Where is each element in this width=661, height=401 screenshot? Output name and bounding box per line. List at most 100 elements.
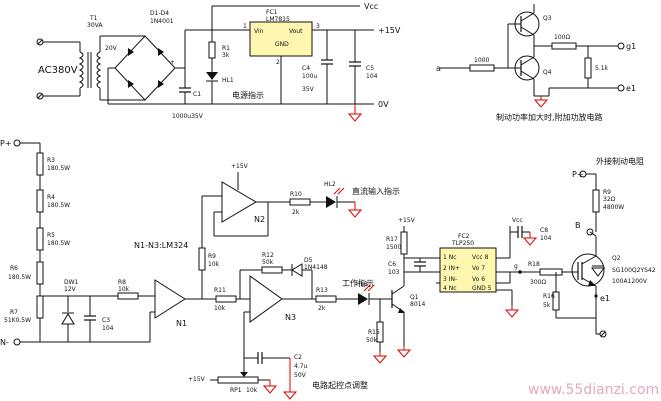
- vcc-rail-label: Vcc: [364, 2, 378, 11]
- r4-value: 180.5W: [47, 202, 70, 209]
- r4-ref: R4: [47, 194, 55, 201]
- r12-value: 50k: [262, 259, 274, 266]
- fc2-pin4: 4 Nc: [443, 285, 457, 292]
- transformer-rating: 30VA: [87, 22, 103, 29]
- q2-flyback-diode: [591, 267, 605, 277]
- r5-ref: R5: [47, 232, 55, 239]
- adjust-description: 电路起控点调整: [312, 380, 368, 390]
- fc2-pin7: Vo 7: [472, 265, 485, 272]
- c2-value: 4.7u: [294, 363, 308, 370]
- transformer-primary: [78, 51, 84, 89]
- b-node-label: B: [575, 221, 581, 230]
- c2-ref: C2: [294, 354, 302, 361]
- r16-ref: R16: [543, 293, 555, 300]
- r-brake-resistor: [592, 189, 600, 213]
- rp1-potentiometer: [217, 376, 259, 384]
- bridge-part: 1N4001: [150, 18, 174, 25]
- regulator-pin3: 3: [316, 23, 320, 30]
- r15-value: 50k: [366, 337, 378, 344]
- p-plus-right-label: P+: [572, 170, 584, 179]
- d5-value: 1N4148: [304, 264, 328, 271]
- hl1-description: 电源指示: [232, 90, 264, 100]
- fc2-pin1: 1 Nc: [443, 254, 457, 261]
- r12-ref: R12: [262, 252, 274, 259]
- r18-ref: R18: [528, 261, 540, 268]
- r17-ref: R17: [386, 236, 398, 243]
- dw1-ref: DW1: [64, 279, 79, 286]
- fc2-pin6: Vo 6: [472, 276, 485, 283]
- d5-ref: D5: [304, 257, 313, 264]
- c8-value: 104: [540, 235, 552, 242]
- c6-value: 103: [388, 269, 400, 276]
- c4-ref: C4: [302, 65, 310, 72]
- rp1-supply-label: +15V: [188, 376, 206, 383]
- r-100ohm-resistor: [551, 42, 577, 50]
- regulator-lm7815: [249, 21, 313, 57]
- c1-ref: C1: [193, 91, 201, 98]
- c6-ref: C6: [388, 261, 396, 268]
- regulator-vin: Vin: [254, 28, 264, 35]
- q1-supply-label: +15V: [398, 217, 416, 224]
- r3-value: 180.5W: [47, 165, 70, 172]
- hl3-description: 工作指示: [342, 278, 374, 288]
- c3-ref: C3: [102, 317, 110, 324]
- transformer-secondary: [96, 51, 102, 89]
- n2-label: N2: [254, 215, 265, 224]
- n1-label: N1: [176, 319, 187, 328]
- r5-resistor: [36, 227, 44, 251]
- r15-ref: R15: [368, 329, 380, 336]
- ground-symbol-hl2: [347, 202, 363, 218]
- fc2-vcc-label: Vcc: [512, 217, 523, 224]
- ground-symbol-r15: [372, 352, 388, 364]
- fc2-part: TLP250: [451, 240, 474, 247]
- opamp-section: N1-N3:LM324 N1 R9 10k N2 +15V R10 2k HL2…: [134, 163, 400, 400]
- r-brake-value: 32Ω: [603, 196, 616, 203]
- fc2-pin5: GND 5: [472, 285, 492, 292]
- c8-ref: C8: [540, 227, 548, 234]
- n-minus-terminal: [13, 338, 21, 346]
- hl1-ref: HL1: [222, 77, 234, 84]
- dw1-value: 12V: [64, 286, 77, 293]
- r4-resistor: [36, 189, 44, 213]
- ground-symbol-c8: [522, 232, 538, 246]
- r11-value: 10k: [214, 305, 226, 312]
- r12-resistor: [261, 266, 283, 274]
- r6-resistor: [36, 261, 44, 285]
- aux-input-a: a: [436, 64, 441, 73]
- terminal-bottom-right: [599, 330, 607, 338]
- r10-value: 2k: [292, 209, 300, 216]
- p-plus-label: P+: [0, 139, 12, 148]
- fc2-pin3: 3 IN-: [443, 276, 457, 283]
- r8-resistor: [117, 292, 139, 300]
- terminal-e1-bottom: [594, 294, 598, 298]
- r-1000-label: 1000: [474, 57, 489, 64]
- r9-value: 10k: [208, 261, 220, 268]
- r16-value: 5k: [543, 302, 551, 309]
- bridge-ref: D1-D4: [150, 10, 169, 17]
- r6-value: 180.5W: [8, 274, 31, 281]
- input-divider-section: P+ R3 180.5W R4 180.5W R5 180.5W R6 180.…: [0, 139, 155, 347]
- ground-symbol-c2: [282, 358, 298, 400]
- r11-ref: R11: [214, 287, 226, 294]
- fc2-pin2: 2 IN+: [443, 265, 460, 272]
- r3-ref: R3: [47, 157, 55, 164]
- q2-ref: Q2: [612, 255, 621, 262]
- hl3-led: [358, 293, 368, 305]
- transformer-ref: T1: [89, 15, 98, 22]
- r13-value: 2k: [318, 305, 326, 312]
- c5-ref: C5: [366, 65, 374, 72]
- r13-ref: R13: [316, 287, 328, 294]
- r-5k1-resistor: [584, 57, 592, 79]
- r17-value: 1500: [386, 244, 401, 251]
- rp1-ref: RP1: [230, 387, 242, 394]
- hl2-description: 直流输入指示: [352, 186, 400, 196]
- brake-resistor-description: 外接制动电阻: [596, 156, 644, 166]
- regulator-gnd: GND: [275, 41, 289, 48]
- dw1-zener: [61, 313, 75, 325]
- r13-resistor: [315, 295, 337, 303]
- r7-resistor: [36, 295, 44, 319]
- c3-value: 104: [102, 325, 114, 332]
- hl3-ref: HL3: [356, 281, 368, 288]
- power-supply-section: AC380V T1 30VA 20V D1-D4 1N4001 + C1 100…: [36, 2, 401, 122]
